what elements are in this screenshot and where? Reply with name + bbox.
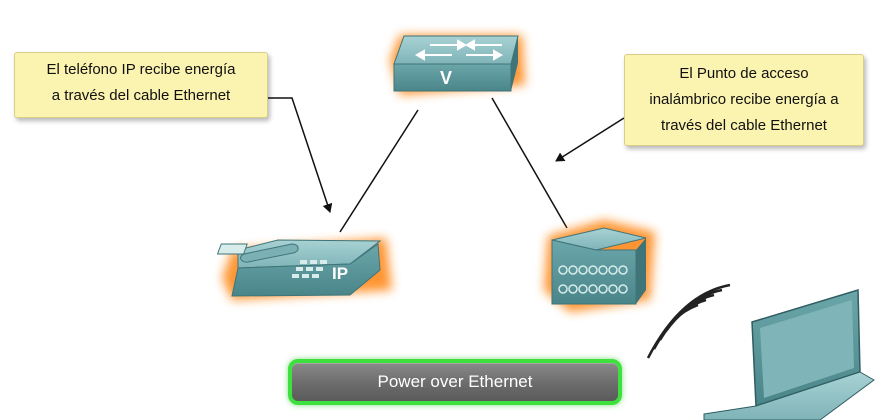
- cable-switch-to-access-point: [491, 97, 568, 229]
- access-point-ports-icon: [558, 265, 628, 294]
- access-point-callout-line-3: través del cable Ethernet: [661, 117, 827, 134]
- switch-label: V: [440, 68, 452, 88]
- handset-icon: [240, 243, 299, 263]
- power-over-ethernet-button[interactable]: Power over Ethernet: [288, 359, 622, 405]
- switch-arrows-icon: [414, 39, 504, 61]
- access-point-callout-arrow: [555, 117, 625, 162]
- wireless-signal-icon: [646, 283, 731, 359]
- ip-phone-callout-line-1: El teléfono IP recibe energía: [46, 61, 236, 78]
- cable-switch-to-phone: [339, 109, 419, 233]
- ip-phone-callout: El teléfono IP recibe energía a través d…: [14, 52, 268, 118]
- ip-phone-callout-line-2: a través del cable Ethernet: [51, 87, 231, 104]
- access-point-callout-line-2: inalámbrico recibe energía a: [649, 91, 839, 108]
- access-point-device: [544, 220, 655, 312]
- laptop-device: [703, 288, 875, 420]
- ip-phone-label: IP: [332, 264, 348, 283]
- keypad-icon: [292, 260, 327, 278]
- phone-callout-arrow: [268, 97, 333, 213]
- switch-device: V: [390, 35, 525, 95]
- ip-phone-device: IP: [216, 238, 392, 300]
- phone-display: [216, 243, 248, 255]
- access-point-callout-line-1: El Punto de acceso: [679, 65, 809, 82]
- access-point-callout: El Punto de acceso inalámbrico recibe en…: [624, 54, 864, 146]
